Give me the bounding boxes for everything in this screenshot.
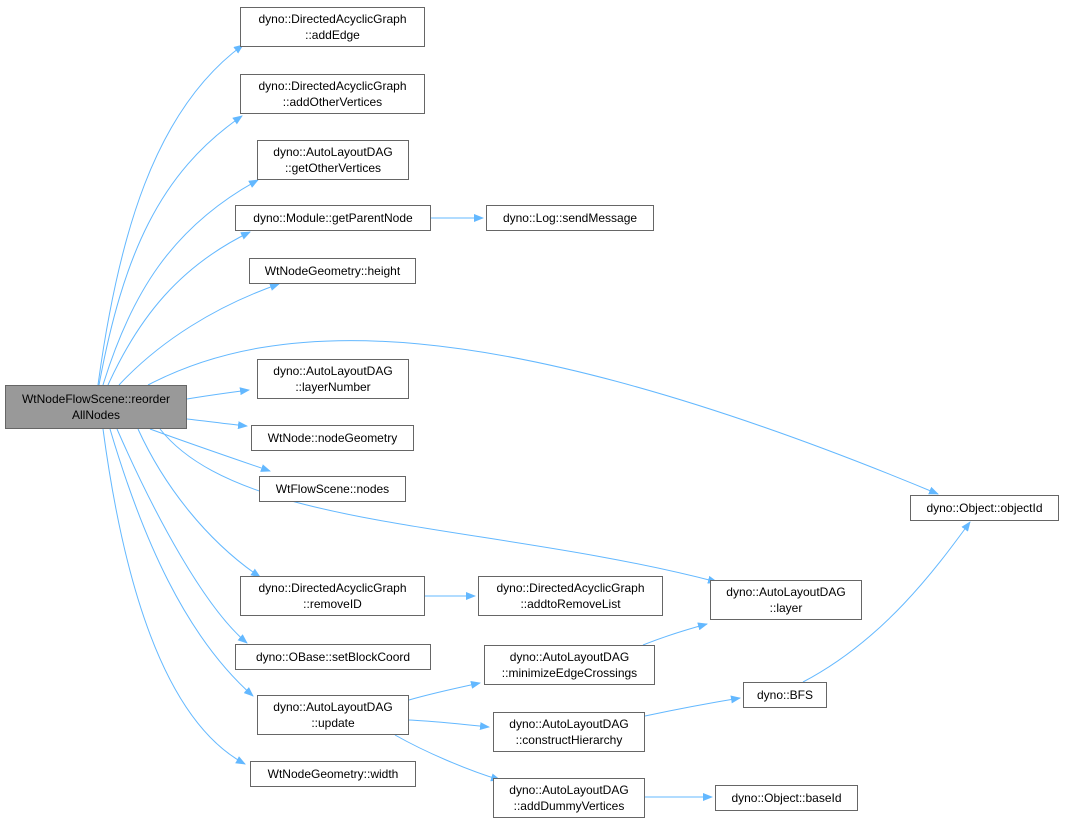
node-label-line: ::update bbox=[311, 716, 355, 730]
node-addDummyVertices[interactable]: dyno::AutoLayoutDAG::addDummyVertices bbox=[493, 778, 645, 818]
node-label-line: dyno::Module::getParentNode bbox=[253, 211, 413, 225]
edge-root-to-getOtherVertices bbox=[102, 179, 259, 386]
node-nodes[interactable]: WtFlowScene::nodes bbox=[259, 476, 406, 502]
edge-root-to-objectId bbox=[147, 340, 939, 495]
node-label-line: dyno::DirectedAcyclicGraph bbox=[496, 581, 645, 595]
edge-constructHierarchy-to-BFS bbox=[644, 695, 741, 717]
node-label-line: WtFlowScene::nodes bbox=[275, 482, 390, 496]
edge-root-to-setBlockCoord bbox=[116, 428, 248, 644]
node-label-line: dyno::AutoLayoutDAG bbox=[273, 364, 393, 378]
node-label-line: ::minimizeEdgeCrossings bbox=[501, 666, 638, 680]
edge-root-to-addOtherVertices bbox=[98, 115, 243, 386]
node-label-line: ::layerNumber bbox=[295, 380, 371, 394]
node-label-line: ::addtoRemoveList bbox=[520, 597, 621, 611]
node-label-line: ::getOtherVertices bbox=[284, 161, 382, 175]
edge-root-to-nodeGeometry bbox=[186, 418, 248, 430]
edge-root-to-getParentNode bbox=[107, 231, 251, 386]
node-label-line: ::addOtherVertices bbox=[282, 95, 383, 109]
edge-root-to-layer bbox=[159, 428, 718, 584]
node-addtoRemoveList[interactable]: dyno::DirectedAcyclicGraph::addtoRemoveL… bbox=[478, 576, 663, 616]
edge-root-to-nodes bbox=[149, 428, 271, 472]
node-width[interactable]: WtNodeGeometry::width bbox=[250, 761, 416, 787]
edge-root-to-width bbox=[102, 428, 246, 765]
node-update[interactable]: dyno::AutoLayoutDAG::update bbox=[257, 695, 409, 735]
edge-update-to-minimizeEdgeCrossings bbox=[408, 680, 481, 701]
edge-update-to-addDummyVertices bbox=[394, 734, 501, 782]
node-sendMessage[interactable]: dyno::Log::sendMessage bbox=[486, 205, 654, 231]
node-label-line: ::removeID bbox=[303, 597, 362, 611]
edge-root-to-addEdge bbox=[97, 44, 244, 386]
node-getOtherVertices[interactable]: dyno::AutoLayoutDAG::getOtherVertices bbox=[257, 140, 409, 180]
edge-root-to-layerNumber bbox=[186, 387, 250, 400]
node-label-line: dyno::AutoLayoutDAG bbox=[273, 145, 393, 159]
node-label-line: ::addEdge bbox=[305, 28, 360, 42]
node-label-line: ::layer bbox=[769, 601, 803, 615]
node-label-line: WtNodeFlowScene::reorder bbox=[21, 392, 171, 406]
node-label-line: WtNodeGeometry::height bbox=[264, 264, 401, 278]
node-height[interactable]: WtNodeGeometry::height bbox=[249, 258, 416, 284]
edge-minimizeEdgeCrossings-to-layer bbox=[642, 622, 708, 646]
node-getParentNode[interactable]: dyno::Module::getParentNode bbox=[235, 205, 431, 231]
node-baseId[interactable]: dyno::Object::baseId bbox=[715, 785, 858, 811]
node-label-line: dyno::AutoLayoutDAG bbox=[726, 585, 846, 599]
node-removeID[interactable]: dyno::DirectedAcyclicGraph::removeID bbox=[240, 576, 425, 616]
edge-root-to-removeID bbox=[137, 428, 261, 578]
node-constructHierarchy[interactable]: dyno::AutoLayoutDAG::constructHierarchy bbox=[493, 712, 645, 752]
node-label-line: dyno::OBase::setBlockCoord bbox=[255, 650, 411, 664]
node-label-line: ::constructHierarchy bbox=[515, 733, 623, 747]
node-label-line: dyno::AutoLayoutDAG bbox=[509, 717, 629, 731]
node-addOtherVertices[interactable]: dyno::DirectedAcyclicGraph::addOtherVert… bbox=[240, 74, 425, 114]
node-label-line: AllNodes bbox=[71, 408, 121, 422]
edge-update-to-constructHierarchy bbox=[408, 719, 490, 731]
edge-BFS-to-objectId bbox=[802, 521, 971, 683]
node-label-line: dyno::DirectedAcyclicGraph bbox=[258, 12, 407, 26]
node-label-line: dyno::AutoLayoutDAG bbox=[509, 783, 629, 797]
edge-root-to-height bbox=[118, 283, 280, 386]
node-objectId[interactable]: dyno::Object::objectId bbox=[910, 495, 1059, 521]
node-setBlockCoord[interactable]: dyno::OBase::setBlockCoord bbox=[235, 644, 431, 670]
node-label-line: WtNode::nodeGeometry bbox=[267, 431, 398, 445]
node-nodeGeometry[interactable]: WtNode::nodeGeometry bbox=[251, 425, 414, 451]
edge-layer bbox=[97, 44, 971, 801]
edge-root-to-update bbox=[109, 428, 254, 697]
node-BFS[interactable]: dyno::BFS bbox=[743, 682, 827, 708]
node-label-line: dyno::DirectedAcyclicGraph bbox=[258, 581, 407, 595]
node-label-line: ::addDummyVertices bbox=[513, 799, 625, 813]
node-label-line: dyno::AutoLayoutDAG bbox=[273, 700, 393, 714]
node-layer[interactable]: dyno::AutoLayoutDAG::layer bbox=[710, 580, 862, 620]
node-label-line: dyno::Object::baseId bbox=[731, 791, 842, 805]
node-addEdge[interactable]: dyno::DirectedAcyclicGraph::addEdge bbox=[240, 7, 425, 47]
node-layerNumber[interactable]: dyno::AutoLayoutDAG::layerNumber bbox=[257, 359, 409, 399]
node-label-line: dyno::Object::objectId bbox=[926, 501, 1043, 515]
node-label-line: dyno::Log::sendMessage bbox=[502, 211, 638, 225]
node-label-line: dyno::AutoLayoutDAG bbox=[509, 650, 630, 664]
node-label-line: dyno::BFS bbox=[756, 688, 814, 702]
node-minimizeEdgeCrossings[interactable]: dyno::AutoLayoutDAG::minimizeEdgeCrossin… bbox=[484, 645, 655, 685]
node-label-line: dyno::DirectedAcyclicGraph bbox=[258, 79, 407, 93]
node-label-line: WtNodeGeometry::width bbox=[267, 767, 399, 781]
